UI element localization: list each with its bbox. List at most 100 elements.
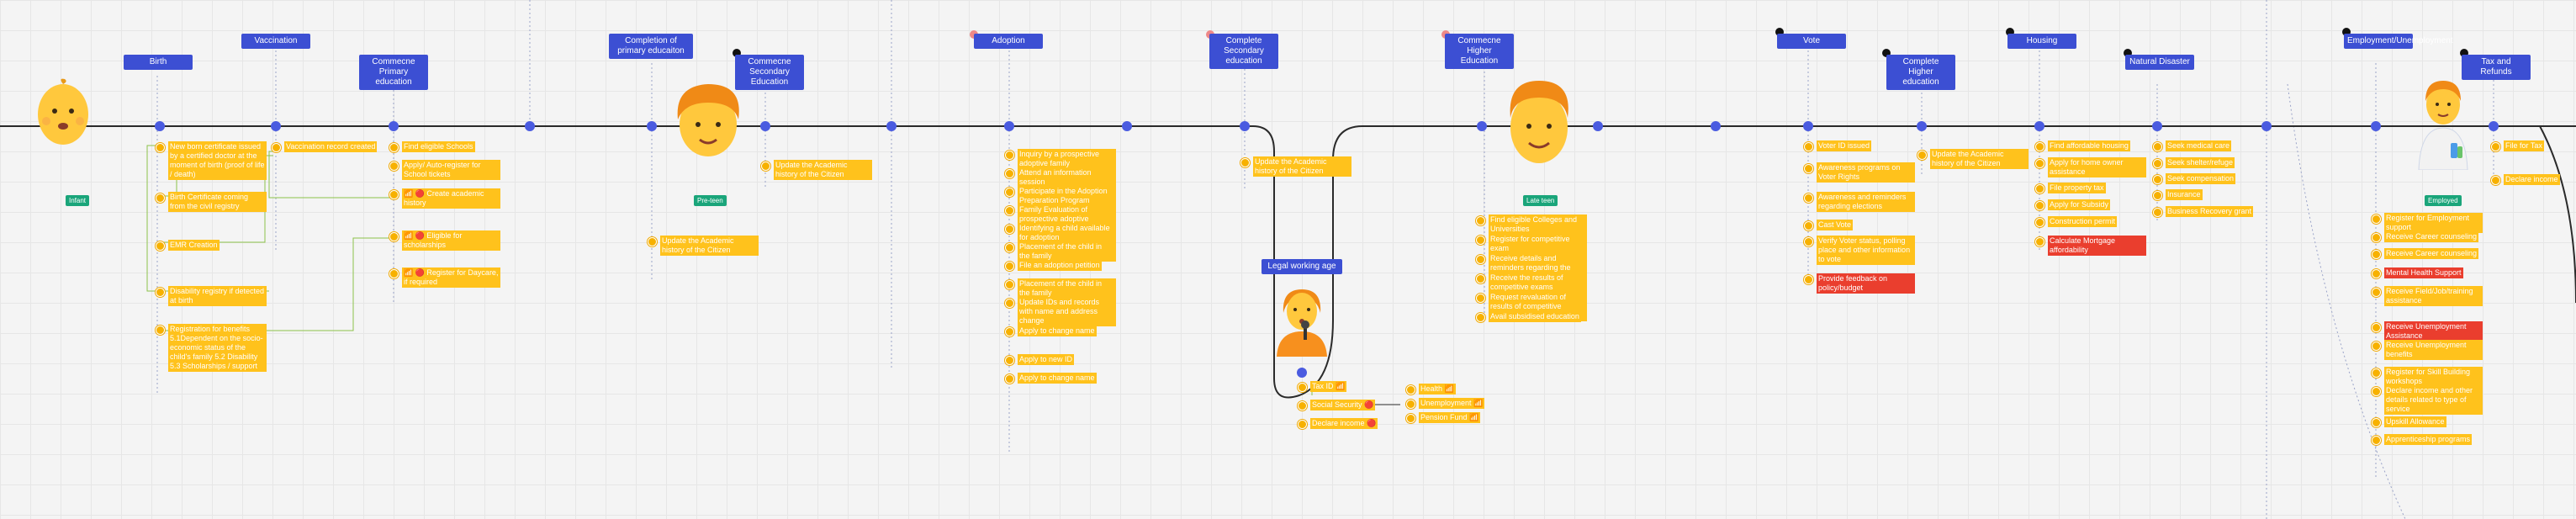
task-item[interactable]: Pension Fund 📶 [1406, 412, 1517, 423]
milestone-employment[interactable]: Employment/Unemployment [2344, 34, 2453, 49]
task-item[interactable]: New born certificate issued by a certifi… [156, 141, 267, 180]
task-item[interactable]: Register for competitive exam [1476, 234, 1587, 254]
task-item[interactable]: Receive the results of competitive exams [1476, 273, 1587, 293]
task-item[interactable]: 📶 🔴 Create academic history [389, 188, 500, 209]
milestone-birth[interactable]: Birth [124, 55, 193, 70]
task-item[interactable]: Voter ID issued [1804, 140, 1915, 151]
task-item[interactable]: Update the Academic history of the Citiz… [1240, 156, 1351, 177]
task-item[interactable]: Business Recovery grant [2153, 206, 2264, 217]
task-item[interactable]: Calculate Mortgage affordability [2035, 236, 2146, 256]
task-item[interactable]: 📶 🔴 Register for Daycare, if required [389, 267, 500, 288]
task-item[interactable]: Seek medical care [2153, 140, 2264, 151]
task-dot [2372, 418, 2381, 427]
task-item[interactable]: Declare income 🔴 [1298, 418, 1409, 429]
task-item[interactable]: Find affordable housing [2035, 140, 2146, 151]
milestone-complete-secondary[interactable]: Complete Secondary education [1209, 34, 1278, 69]
task-item[interactable]: Seek shelter/refuge [2153, 157, 2264, 168]
task-item[interactable]: Receive Unemployment Assistance [2372, 321, 2483, 342]
task-item[interactable]: EMR Creation [156, 240, 267, 251]
task-item[interactable]: Receive Career counseling [2372, 248, 2483, 259]
task-item[interactable]: 📶 🔴 Eligible for scholarships [389, 230, 500, 251]
task-dot [2035, 159, 2044, 168]
task-label: Vaccination record created [284, 141, 378, 152]
milestone-secondary[interactable]: Commecne Secondary Education [735, 55, 804, 90]
milestone-tax[interactable]: Tax and Refunds [2462, 55, 2531, 80]
task-label: Update the Academic history of the Citiz… [774, 160, 872, 180]
task-item[interactable]: Unemployment 📶 [1406, 398, 1517, 409]
milestone-completion-primary[interactable]: Completion of primary educaiton [609, 34, 693, 59]
milestone-vote[interactable]: Vote [1777, 34, 1846, 49]
task-item[interactable]: Registration for benefits 5.1Dependent o… [156, 324, 267, 372]
task-item[interactable]: Upskill Allowance [2372, 416, 2483, 427]
task-item[interactable]: Apply for home owner assistance [2035, 157, 2146, 177]
milestone-housing[interactable]: Housing [2007, 34, 2076, 49]
task-label: Mental Health Support [2384, 267, 2463, 278]
task-item[interactable]: Placement of the child in the family [1005, 278, 1116, 299]
task-label: Apply to change name [1018, 373, 1097, 384]
task-item[interactable]: Placement of the child in the family [1005, 241, 1116, 262]
task-item[interactable]: Apply to change name [1005, 326, 1116, 336]
task-item[interactable]: Awareness programs on Voter Rights [1804, 162, 1915, 183]
task-item[interactable]: Update IDs and records with name and add… [1005, 297, 1116, 326]
task-item[interactable]: File for Tax [2491, 140, 2576, 151]
task-item[interactable]: Update the Academic history of the Citiz… [648, 236, 759, 256]
task-item[interactable]: Seek compensation [2153, 173, 2264, 184]
task-item[interactable]: File an adoption petition [1005, 260, 1116, 271]
task-item[interactable]: Apply to new ID [1005, 354, 1116, 365]
milestone-complete-higher[interactable]: Complete Higher education [1886, 55, 1955, 90]
task-item[interactable]: Cast Vote [1804, 220, 1915, 230]
task-item[interactable]: Avail subsidised education [1476, 311, 1587, 322]
task-item[interactable]: Awareness and reminders regarding electi… [1804, 192, 1915, 212]
task-item[interactable]: Verify Voter status, polling place and o… [1804, 236, 1915, 265]
timeline-dots[interactable] [155, 121, 2499, 378]
task-item[interactable]: Receive Field/Job/training assistance [2372, 286, 2483, 306]
task-item[interactable]: Find eligible Schools [389, 141, 500, 152]
task-item[interactable]: Update the Academic history of the Citiz… [1917, 149, 2029, 169]
task-item[interactable]: Disability registry if detected at birth [156, 286, 267, 306]
task-item[interactable]: Declare income [2491, 174, 2576, 185]
task-item[interactable]: Mental Health Support [2372, 267, 2483, 278]
task-item[interactable]: File property tax [2035, 183, 2146, 193]
milestone-disaster[interactable]: Natural Disaster [2125, 55, 2194, 70]
task-item[interactable]: Receive Unemployment benefits [2372, 340, 2483, 360]
task-label: New born certificate issued by a certifi… [168, 141, 267, 180]
task-dot [1476, 236, 1485, 245]
task-item[interactable]: Register for Skill Building workshops [2372, 367, 2483, 387]
task-item[interactable]: Insurance [2153, 189, 2264, 200]
task-item[interactable]: Inquiry by a prospective adoptive family [1005, 149, 1116, 169]
task-item[interactable]: Tax ID 📶 [1298, 381, 1409, 392]
task-item[interactable]: Register for Employment support [2372, 213, 2483, 233]
task-item[interactable]: Participate in the Adoption Preparation … [1005, 186, 1116, 206]
task-label: Construction permit [2048, 216, 2118, 227]
task-item[interactable]: Social Security 🔴 [1298, 400, 1409, 410]
task-item[interactable]: Find eligible Colleges and Universities [1476, 214, 1587, 235]
pin-icon [2342, 28, 2351, 36]
task-item[interactable]: Receive Career counseling [2372, 231, 2483, 242]
task-item[interactable]: Update the Academic history of the Citiz… [761, 160, 872, 180]
task-item[interactable]: Provide feedback on policy/budget [1804, 273, 1915, 294]
milestone-higher[interactable]: Commecne Higher Education [1445, 34, 1514, 69]
milestone-adoption[interactable]: Adoption [974, 34, 1043, 49]
task-dot [2153, 208, 2162, 217]
task-item[interactable]: Apply/ Auto-register for School tickets [389, 160, 500, 180]
task-item[interactable]: Apprenticeship programs [2372, 434, 2483, 445]
task-item[interactable]: Construction permit [2035, 216, 2146, 227]
milestone-vaccination[interactable]: Vaccination [241, 34, 310, 49]
task-dot [389, 162, 399, 171]
task-dot [2372, 288, 2381, 297]
task-item[interactable]: Attend an information session [1005, 167, 1116, 188]
task-item[interactable]: Apply for Subsidy [2035, 199, 2146, 210]
pin-icon [1882, 49, 1891, 57]
task-item[interactable]: Vaccination record created [272, 141, 383, 152]
task-item[interactable]: Apply to change name [1005, 373, 1116, 384]
task-label: Declare income 🔴 [1310, 418, 1378, 429]
task-item[interactable]: Declare income and other details related… [2372, 385, 2483, 415]
task-item[interactable]: Identifying a child available for adopti… [1005, 223, 1116, 243]
milestone-primary[interactable]: Commecne Primary education [359, 55, 428, 90]
task-item[interactable]: Health 📶 [1406, 384, 1517, 395]
milestone-legal[interactable]: Legal working age [1262, 259, 1342, 274]
task-dot [156, 193, 165, 203]
task-item[interactable]: Birth Certificate coming from the civil … [156, 192, 267, 212]
task-dot [2491, 142, 2500, 151]
